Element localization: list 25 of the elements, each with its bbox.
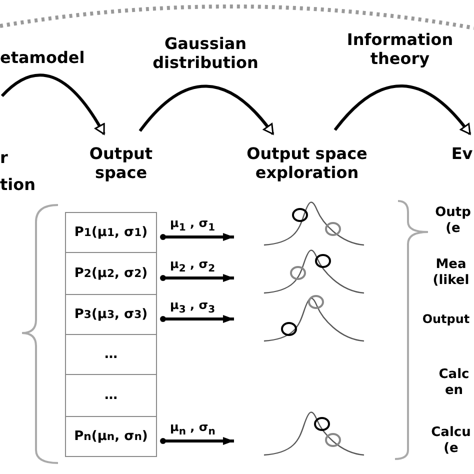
- side-text: Mea (likel: [432, 257, 470, 288]
- arrow: [334, 84, 472, 135]
- arrow: [160, 274, 234, 282]
- heading-text: Ev: [450, 144, 474, 164]
- table-row: …: [65, 374, 157, 417]
- arrow: [160, 437, 234, 445]
- arrow: [0, 74, 106, 135]
- heading-text: Output space exploration: [232, 144, 382, 182]
- side-text: Outp (e: [434, 205, 472, 236]
- side-text: r tion: [0, 147, 37, 196]
- distribution-curve: [264, 202, 364, 246]
- side-text: Calc en: [438, 367, 470, 398]
- distribution-curve: [264, 412, 364, 456]
- arrow: [160, 315, 234, 323]
- edge-label: Gaussian distribution: [152, 34, 260, 72]
- edge-label: etamodel: [0, 48, 85, 68]
- table-row: …: [65, 334, 157, 375]
- distribution-curve: [264, 250, 364, 294]
- arrow: [160, 233, 234, 241]
- heading-text: Output space: [84, 144, 158, 182]
- arrow: [138, 84, 274, 135]
- edge-label: Information theory: [346, 30, 454, 68]
- side-text: Calcu (e: [430, 425, 472, 456]
- side-text: Output: [421, 312, 471, 326]
- distribution-curve: [264, 295, 364, 342]
